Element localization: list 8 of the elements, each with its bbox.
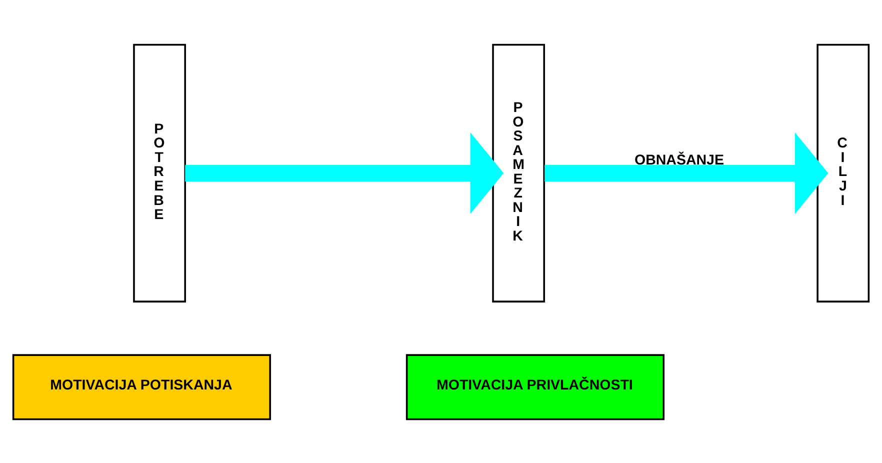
edge-label: OBNAŠANJE xyxy=(634,152,724,168)
arrow xyxy=(544,132,828,214)
node-box: POSAMEZNIK xyxy=(492,43,546,302)
node-box: POTREBE xyxy=(133,43,186,302)
node-box: MOTIVACIJA POTISKANJA xyxy=(12,354,271,420)
node-box: CILJI xyxy=(816,43,870,302)
node-box: MOTIVACIJA PRIVLAČNOSTI xyxy=(406,354,664,420)
arrow xyxy=(185,132,504,214)
